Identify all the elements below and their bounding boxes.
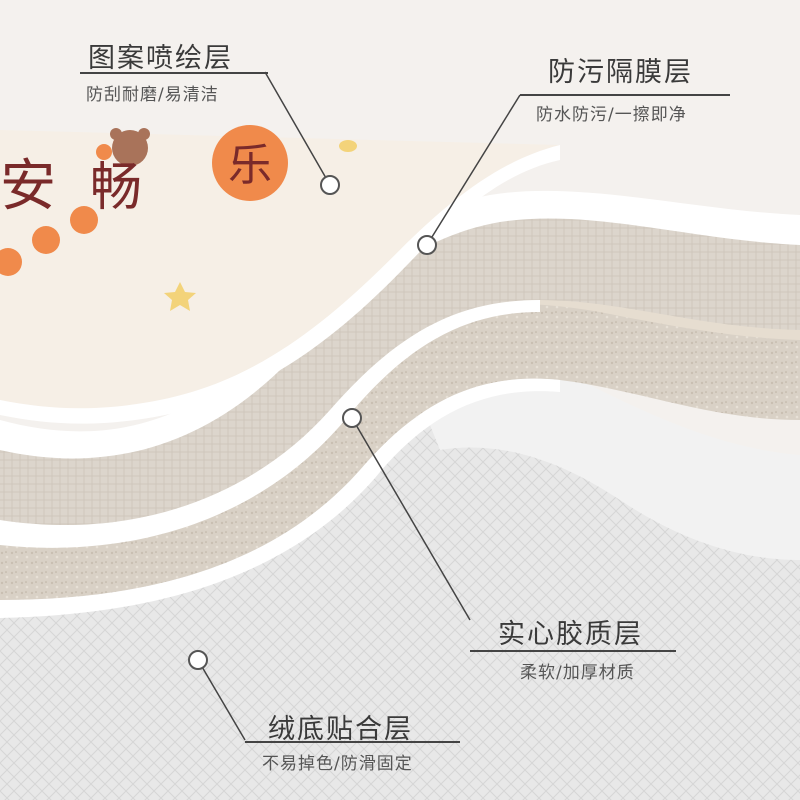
- print-char-3: 乐: [228, 140, 272, 191]
- star-decoration: [164, 282, 196, 311]
- mat-print-graphics: 安 畅 乐: [0, 125, 357, 311]
- layer-3-subtitle: 柔软/加厚材质: [520, 663, 635, 683]
- yellow-blob: [339, 140, 357, 152]
- pattern-print-layer: [0, 130, 560, 409]
- layer-2-subtitle: 防水防污/一擦即净: [536, 105, 687, 125]
- layer-1-rule: [80, 72, 268, 74]
- layer-1-title: 图案喷绘层: [88, 43, 233, 74]
- orange-dot: [0, 248, 22, 276]
- marker-dot-pattern: [320, 175, 340, 195]
- bear-ear: [110, 128, 122, 140]
- leader-line-membrane: [426, 94, 521, 246]
- layer-1-subtitle: 防刮耐磨/易清洁: [86, 85, 219, 105]
- pattern-layer-edge: [0, 145, 560, 424]
- marker-dots: [188, 175, 437, 670]
- layer-4-subtitle: 不易掉色/防滑固定: [262, 754, 413, 774]
- marker-dot-fleece: [188, 650, 208, 670]
- print-char-1: 安: [0, 154, 56, 219]
- layer-2-title: 防污隔膜层: [548, 57, 693, 88]
- layer-4-rule: [245, 741, 460, 743]
- bear-ear: [138, 128, 150, 140]
- marker-dot-membrane: [417, 235, 437, 255]
- orange-circle-decoration: [212, 125, 288, 201]
- layer-3-title: 实心胶质层: [498, 619, 643, 650]
- fleece-bottom-face: [420, 368, 800, 560]
- bear-face: [112, 130, 148, 166]
- leader-lines: [197, 71, 521, 741]
- orange-dot: [96, 144, 112, 160]
- leader-line-fleece: [197, 659, 246, 741]
- print-char-2: 畅: [90, 158, 142, 218]
- marker-dot-gel: [342, 408, 362, 428]
- weave-layer: [0, 211, 800, 526]
- gel-core-layer: [0, 300, 800, 600]
- layer-2-rule: [520, 94, 730, 96]
- layer-3-rule: [470, 650, 676, 652]
- leader-line-gel: [351, 417, 471, 621]
- layer-4-title: 绒底贴合层: [268, 714, 413, 745]
- leader-line-pattern: [264, 71, 331, 186]
- orange-dot: [70, 206, 98, 234]
- orange-dot: [32, 226, 60, 254]
